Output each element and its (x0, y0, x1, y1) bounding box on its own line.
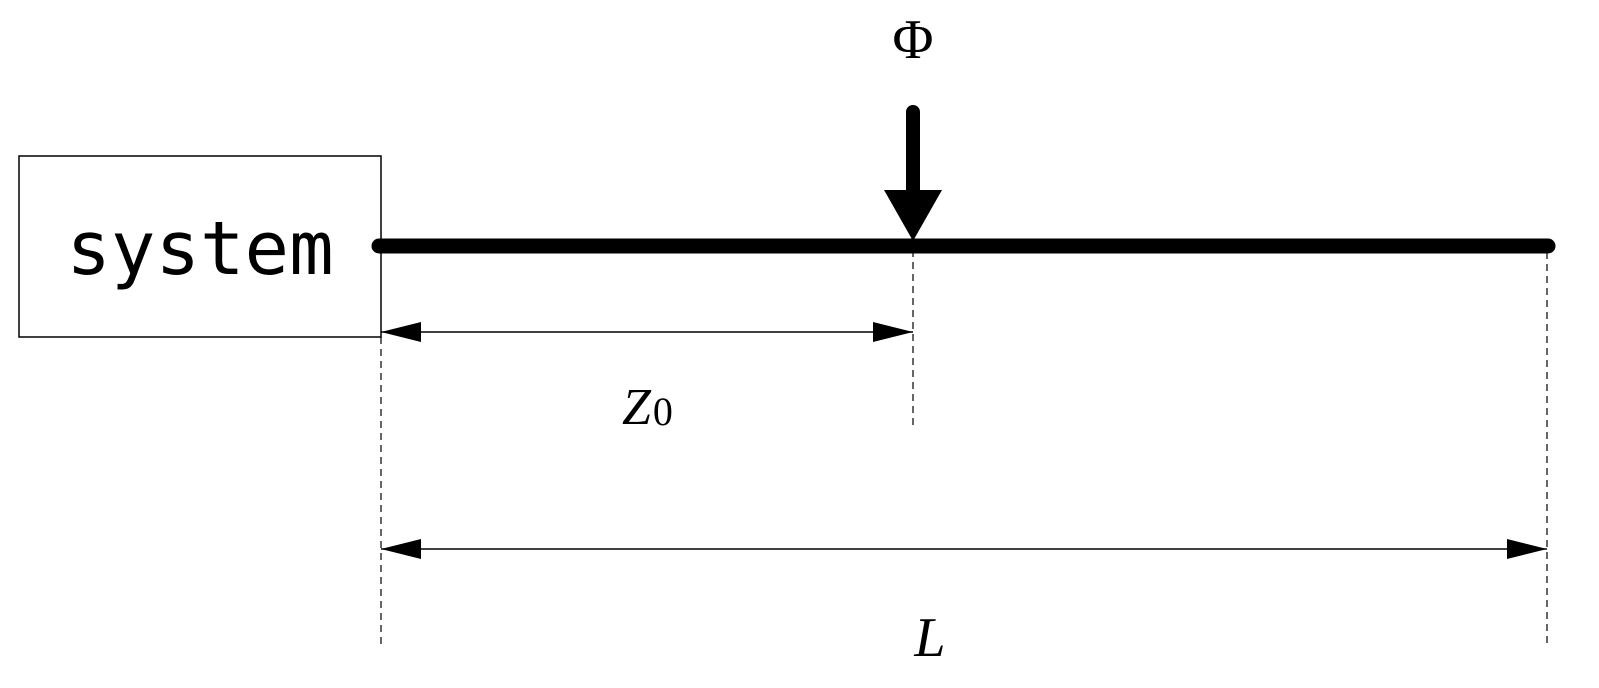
z0-label-subscript: 0 (653, 389, 673, 434)
length-label: L (913, 607, 945, 669)
force-label: Φ (893, 9, 934, 71)
force-arrow-head (884, 190, 942, 241)
z0-label: Z0 (622, 379, 673, 436)
system-label: system (66, 206, 333, 292)
z0-label-base: Z (622, 379, 652, 436)
